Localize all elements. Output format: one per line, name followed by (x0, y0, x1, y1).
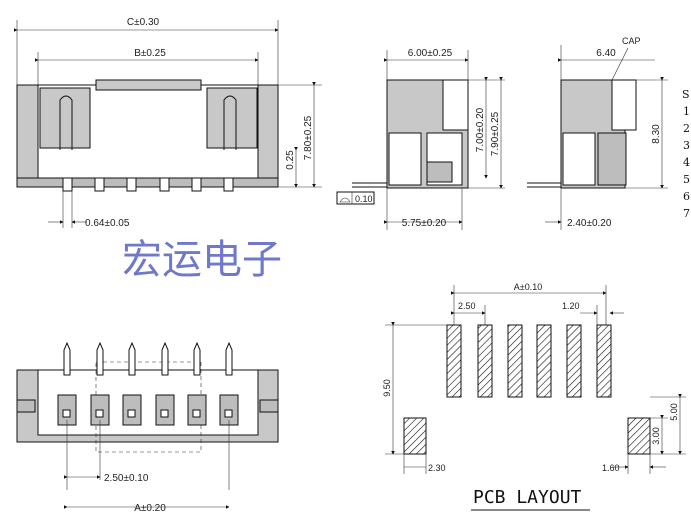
pcb-height-label: 9.50 (382, 379, 392, 397)
side-view-2: CAP 6.40 8.30 2.40±0.20 (527, 36, 668, 230)
top-view: 2.50±0.10 A±0.20 (16, 341, 279, 514)
side2-height-label: 8.30 (651, 124, 662, 144)
dim-b-label: B±0.25 (134, 48, 166, 59)
top-a-label: A±0.20 (134, 503, 166, 514)
pcb-right-h2-label: 3.00 (651, 427, 661, 445)
side-view-1: 6.00±0.25 7.00±0.20 7.90±0.25 0.10 5.75±… (336, 48, 505, 230)
pcb-right-pad-label: 1.60 (602, 463, 620, 473)
side1-width-label: 6.00±0.25 (408, 48, 453, 59)
flatness-label: 0.10 (355, 194, 373, 204)
sequence-number: 2 (683, 122, 690, 135)
sequence-column: S 1 2 3 4 5 6 7 (682, 88, 690, 220)
dim-c-label: C±0.30 (127, 17, 160, 28)
side1-h1-label: 7.00±0.20 (475, 107, 486, 152)
dim-gap-label: 0.25 (285, 150, 296, 170)
front-view: C±0.30 B±0.25 7.80±0.25 0 (14, 17, 322, 229)
cap-label: CAP (622, 36, 641, 46)
pcb-pitch-label: 2.50 (458, 301, 476, 311)
pcb-pad-width-label: 1.20 (562, 301, 580, 311)
side1-h2-label: 7.90±0.25 (490, 111, 501, 156)
sequence-number: 5 (683, 173, 690, 186)
sequence-header: S (682, 88, 690, 101)
dim-pin-label: 0.64±0.05 (85, 218, 130, 229)
pcb-layout: A±0.10 2.50 1.20 9.50 2.30 1.60 (382, 282, 686, 511)
pcb-right-h1-label: 5.00 (669, 403, 679, 421)
dim-height-label: 7.80±0.25 (303, 115, 314, 160)
sequence-number: 3 (683, 139, 690, 152)
watermark-text: 宏运电子 (122, 237, 282, 283)
pcb-a-label: A±0.10 (514, 282, 542, 292)
side2-bottom-label: 2.40±0.20 (567, 218, 612, 229)
side1-bottom-label: 5.75±0.20 (402, 218, 447, 229)
sequence-number: 7 (683, 207, 690, 220)
side2-width-label: 6.40 (596, 48, 616, 59)
sequence-number: 1 (683, 105, 690, 118)
pcb-layout-title: PCB LAYOUT (473, 487, 582, 508)
sequence-number: 6 (683, 190, 690, 203)
top-pitch-label: 2.50±0.10 (104, 473, 149, 484)
pcb-left-pad-label: 2.30 (428, 463, 446, 473)
sequence-number: 4 (683, 156, 690, 169)
